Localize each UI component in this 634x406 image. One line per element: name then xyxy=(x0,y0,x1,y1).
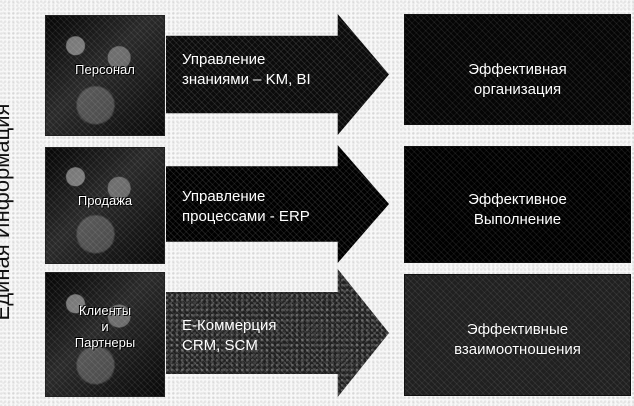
ecommerce-line-2: CRM, SCM xyxy=(182,337,258,354)
personnel-label: Персонал xyxy=(46,62,164,78)
ecommerce-arrow: E-Коммерция CRM, SCM xyxy=(166,269,389,397)
effective-relationships-line-1: Эффективные xyxy=(466,321,569,338)
process-management-line-2: процессами - ERP xyxy=(182,208,310,225)
clients-partners-label: Клиенты и Партнеры xyxy=(46,303,164,351)
process-management-arrow: Управление процессами - ERP xyxy=(166,145,389,263)
clients-label-line: Клиенты xyxy=(78,303,132,318)
personnel-photo-tile: Персонал xyxy=(45,15,165,136)
knowledge-management-line-2: знаниями – KM, BI xyxy=(182,71,311,88)
personnel-label-line: Персонал xyxy=(75,62,135,77)
effective-organization-line-2: организация xyxy=(473,81,562,98)
knowledge-management-text: Управление знаниями – KM, BI xyxy=(182,50,311,90)
partners-label-line: Партнеры xyxy=(74,335,136,350)
sales-label: Продажа xyxy=(46,193,164,209)
process-management-line-1: Управление xyxy=(182,188,266,205)
ecommerce-line-1: E-Коммерция xyxy=(182,317,277,334)
knowledge-management-arrow: Управление знаниями – KM, BI xyxy=(166,14,389,135)
vertical-label-unified-information: Единая Информация xyxy=(0,103,14,321)
clients-partners-photo-tile: Клиенты и Партнеры xyxy=(45,272,165,397)
effective-organization-line-1: Эффективная xyxy=(468,61,567,78)
and-label-line: и xyxy=(101,319,109,334)
effective-relationships-line-2: взаимоотношения xyxy=(454,341,581,358)
knowledge-management-line-1: Управление xyxy=(182,51,266,68)
effective-execution-box: Эффективное Выполнение xyxy=(404,146,631,263)
effective-organization-text: Эффективная организация xyxy=(405,60,630,100)
effective-execution-line-1: Эффективное xyxy=(468,191,567,208)
effective-organization-box: Эффективная организация xyxy=(404,14,631,125)
process-management-text: Управление процессами - ERP xyxy=(182,187,310,227)
sales-photo-tile: Продажа xyxy=(45,147,165,264)
effective-execution-text: Эффективное Выполнение xyxy=(405,190,630,230)
effective-relationships-text: Эффективные взаимоотношения xyxy=(405,320,630,360)
sales-label-line: Продажа xyxy=(77,193,133,208)
effective-relationships-box: Эффективные взаимоотношения xyxy=(404,274,631,396)
effective-execution-line-2: Выполнение xyxy=(473,211,562,228)
ecommerce-text: E-Коммерция CRM, SCM xyxy=(182,316,276,356)
